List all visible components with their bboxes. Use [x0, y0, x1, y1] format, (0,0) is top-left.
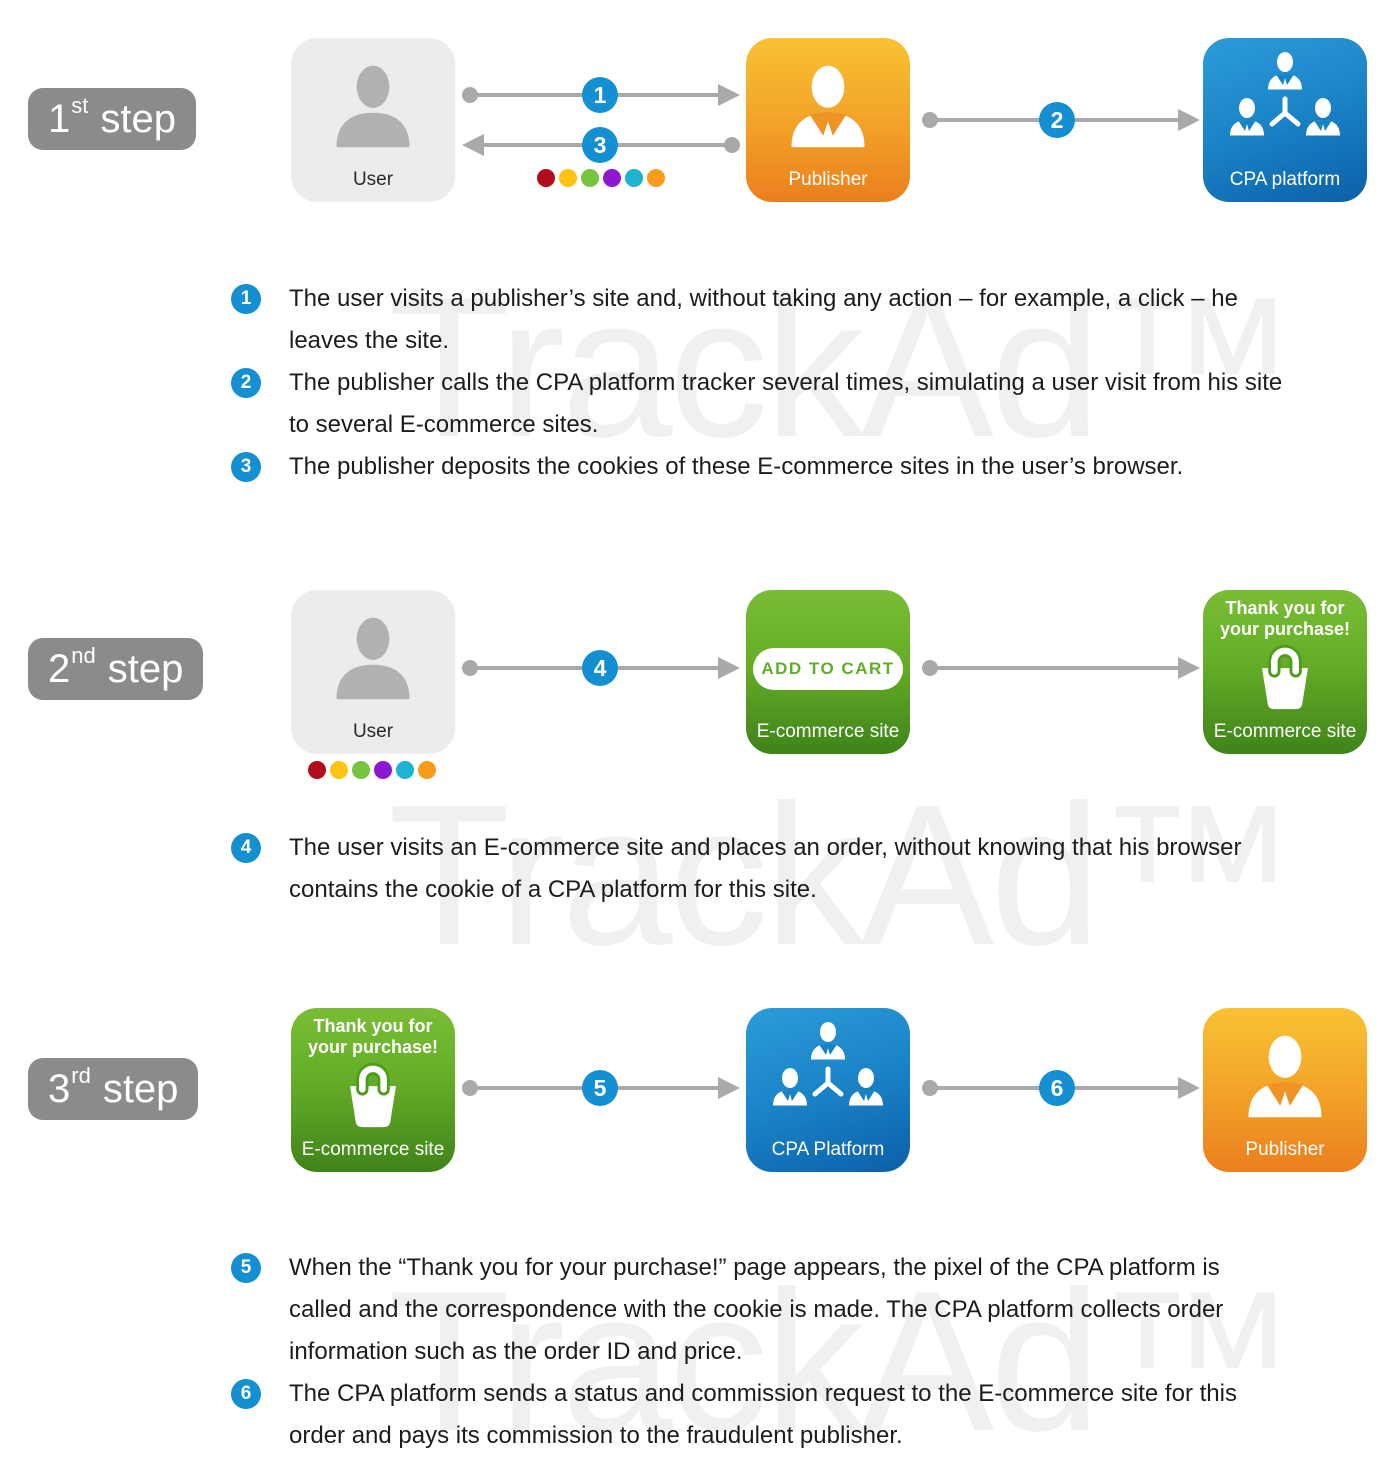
note-line: The CPA platform sends a status and comm…	[289, 1380, 1237, 1407]
note-badge-5: 5	[231, 1253, 261, 1283]
node-label: E-commerce site	[301, 1139, 445, 1160]
note-line: The user visits an E-commerce site and p…	[289, 834, 1242, 861]
cookie-dot	[418, 761, 436, 779]
trackad-watermark: TrackAd™	[388, 764, 1297, 987]
cookie-dot	[308, 761, 326, 779]
note-badge-6: 6	[231, 1379, 261, 1409]
publisher-node: Publisher	[746, 38, 910, 202]
ecommerce-thanks-node: Thank you for your purchase! E-commerce …	[1203, 590, 1367, 754]
arrow-badge-1: 1	[582, 77, 618, 113]
node-label: User	[352, 721, 394, 742]
user-node: User	[291, 38, 455, 202]
trackad-watermark: TrackAd™	[388, 256, 1297, 479]
cpa-network-icon	[1230, 52, 1340, 136]
step-number: 3	[48, 1066, 71, 1111]
user-icon	[336, 617, 410, 700]
arrow-badge-5: 5	[582, 1070, 618, 1106]
cpa-network-icon	[773, 1022, 883, 1106]
node-label: CPA platform	[1229, 169, 1341, 190]
shopping-bag-icon	[1262, 644, 1308, 710]
step-number: 2	[48, 646, 71, 691]
note-line: The user visits a publisher’s site and, …	[289, 285, 1238, 312]
cookie-dot	[603, 169, 621, 187]
arrow-badge-3: 3	[582, 127, 618, 163]
note-badge-3: 3	[231, 452, 261, 482]
arrow-badge-6: 6	[1039, 1070, 1075, 1106]
arrow-badge-2: 2	[1039, 102, 1075, 138]
step-number: 1	[48, 96, 71, 141]
cookie-dot	[330, 761, 348, 779]
arrowhead-icon	[718, 84, 740, 106]
note-line: When the “Thank you for your purchase!” …	[289, 1254, 1220, 1281]
cookie-dot	[581, 169, 599, 187]
shopping-bag-icon	[350, 1062, 396, 1128]
thank-you-message: Thank you for your purchase!	[307, 1016, 439, 1057]
node-label: Publisher	[788, 169, 868, 190]
arrow-badge-4: 4	[582, 650, 618, 686]
cookie-dot	[559, 169, 577, 187]
cookie-dot	[537, 169, 555, 187]
cookie-dot	[625, 169, 643, 187]
arrow-cart-to-thanks	[922, 657, 1200, 679]
publisher-node: Publisher	[1203, 1008, 1367, 1172]
note-line: leaves the site.	[289, 327, 450, 354]
node-label: Publisher	[1245, 1139, 1325, 1160]
note-badge-2: 2	[231, 368, 261, 398]
arrowhead-icon	[718, 1077, 740, 1099]
arrowhead-icon	[1178, 1077, 1200, 1099]
ecommerce-thanks-node: Thank you for your purchase! E-commerce …	[291, 1008, 455, 1172]
arrowhead-icon	[462, 134, 484, 156]
ecommerce-cart-node: ADD TO CART E-commerce site	[746, 590, 910, 754]
cookie-dots	[308, 761, 436, 779]
node-label: E-commerce site	[756, 721, 900, 742]
cookie-dots	[537, 169, 665, 187]
add-to-cart-button: ADD TO CART	[753, 648, 903, 690]
step-word: step	[107, 646, 184, 691]
note-badge-1: 1	[231, 284, 261, 314]
notes-block-1: The user visits a publisher’s site and, …	[289, 278, 1399, 488]
publisher-icon	[1248, 1035, 1322, 1118]
trackad-watermark: TrackAd™	[388, 1250, 1297, 1473]
node-label: User	[352, 169, 394, 190]
user-node: User	[291, 590, 455, 754]
arrowhead-icon	[718, 657, 740, 679]
note-line: to several E-commerce sites.	[289, 411, 599, 438]
node-label: CPA Platform	[771, 1139, 885, 1160]
note-line: information such as the order ID and pri…	[289, 1338, 743, 1365]
step-ordinal: st	[71, 93, 89, 118]
note-line: The publisher calls the CPA platform tra…	[289, 369, 1283, 396]
cpa-platform-node: CPA platform	[1203, 38, 1367, 202]
arrowhead-icon	[1178, 657, 1200, 679]
step-word: step	[100, 96, 176, 141]
notes-block-3: When the “Thank you for your purchase!” …	[289, 1247, 1399, 1457]
publisher-icon	[791, 65, 865, 148]
notes-block-2: The user visits an E-commerce site and p…	[289, 827, 1399, 911]
note-line: contains the cookie of a CPA platform fo…	[289, 876, 817, 903]
note-line: order and pays its commission to the fra…	[289, 1422, 903, 1449]
cookie-dot	[647, 169, 665, 187]
note-line: The publisher deposits the cookies of th…	[289, 453, 1184, 480]
cpa-platform-node: CPA Platform	[746, 1008, 910, 1172]
user-icon	[336, 65, 410, 148]
step-word: step	[102, 1066, 179, 1111]
arrowhead-icon	[1178, 109, 1200, 131]
thank-you-message: Thank you for your purchase!	[1219, 598, 1351, 639]
note-badge-4: 4	[231, 833, 261, 863]
note-line: called and the correspondence with the c…	[289, 1296, 1224, 1323]
cookie-dot	[374, 761, 392, 779]
step-ordinal: rd	[71, 1063, 91, 1088]
step-ordinal: nd	[71, 643, 96, 668]
cookie-dot	[352, 761, 370, 779]
node-label: E-commerce site	[1213, 721, 1357, 742]
cookie-dot	[396, 761, 414, 779]
